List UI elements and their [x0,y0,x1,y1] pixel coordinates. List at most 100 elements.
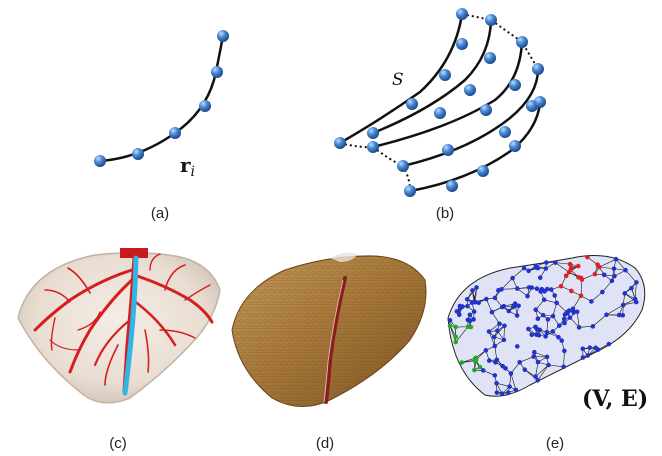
mesh-node [460,360,465,365]
mesh-node [580,277,585,282]
mesh-node [633,297,638,302]
mesh-node [545,355,550,360]
mesh-node [551,314,556,319]
mesh-node [509,371,514,376]
caption-d: (d) [316,435,334,452]
curve-ri [100,36,223,161]
mesh-node [593,346,598,351]
mesh-node [514,388,519,393]
node [132,148,144,160]
node [169,127,181,139]
mesh-node [621,303,626,308]
mesh-node [526,269,531,274]
mesh-node [602,273,607,278]
mesh-node [493,373,498,378]
mesh-node [487,358,492,363]
mesh-node [604,312,609,317]
node [404,185,416,197]
mesh-node [538,275,543,280]
panel-c: (c) [18,248,220,452]
caption-e: (e) [546,435,564,452]
node [534,96,546,108]
mesh-node [466,318,471,323]
mesh-node [541,313,546,318]
mesh-node [588,345,593,350]
mesh-node [495,328,500,333]
mesh-node [478,365,483,370]
node [477,165,489,177]
mesh-node [533,307,538,312]
node [480,104,492,116]
mesh-node [473,300,478,305]
panel-e: (V, E) (e) [448,255,648,452]
mesh-node [455,309,460,314]
mesh-node [610,279,615,284]
mesh-node [579,293,584,298]
mesh-node [465,297,470,302]
nodes-b [334,8,546,197]
mesh-node [490,310,495,315]
mesh-node [510,276,515,281]
node [485,14,497,26]
mesh-node [484,348,489,353]
mesh-node [448,318,453,323]
mesh-node [568,315,573,320]
mesh-node [458,304,463,309]
mesh-node [568,262,573,267]
node [367,127,379,139]
mesh-node [517,360,522,365]
mesh-node [453,340,458,345]
mesh-node [607,342,612,347]
mesh-node [562,349,567,354]
mesh-node [515,286,520,291]
mesh-node [591,324,596,329]
mesh-node [553,260,558,265]
node [442,144,454,156]
mesh-node [546,363,551,368]
mesh-node [453,325,458,330]
node [406,98,418,110]
mesh-node [472,309,477,314]
mesh-node [589,299,594,304]
mesh-node [532,350,537,355]
mesh-node [496,288,501,293]
mesh-node [448,323,453,328]
mesh-node [612,266,617,271]
node [334,137,346,149]
mesh-node [522,266,527,271]
mesh-node [569,289,574,294]
mesh-node [544,266,549,271]
mesh-node [535,378,540,383]
node [456,8,468,20]
node [367,141,379,153]
node [499,126,511,138]
mesh-node [529,332,534,337]
mesh-node [502,324,507,329]
mesh-node [564,273,569,278]
mesh-node [534,332,539,337]
mesh-node [522,367,527,372]
mesh-node [562,317,567,322]
label-ri: ri [180,153,195,180]
mesh-node [507,384,512,389]
mesh-node [612,274,617,279]
node [446,180,458,192]
mesh-node [513,301,518,306]
mesh-node [559,338,564,343]
mesh-node [537,328,542,333]
label-ve: (V, E) [582,386,648,412]
mesh-node [492,335,497,340]
mesh-node [622,291,627,296]
mesh-node [465,304,470,309]
node [532,63,544,75]
mesh-node [580,346,585,351]
mesh-node [493,344,498,349]
mesh-node [585,255,590,260]
mesh-node [500,391,505,396]
mesh-node [556,335,561,340]
mesh-node [533,325,538,330]
curves-b [340,14,540,191]
nodes-a [94,30,229,167]
caption-b: (b) [436,205,454,222]
